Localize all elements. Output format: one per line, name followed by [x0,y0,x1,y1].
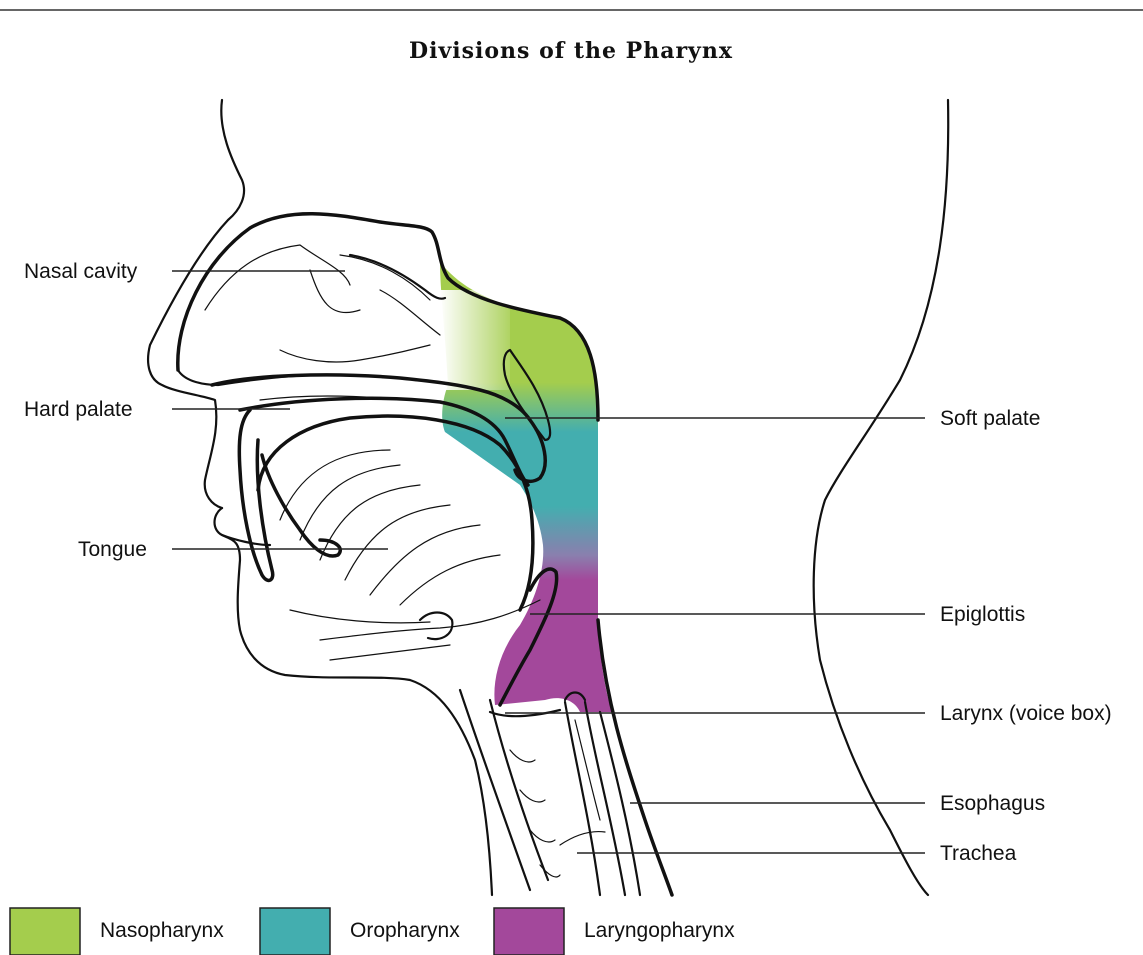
label-epiglottis: Epiglottis [940,603,1025,626]
legend-swatch-oropharynx [260,908,330,955]
legend-swatch-nasopharynx [10,908,80,955]
legend-label-nasopharynx: Nasopharynx [100,919,224,942]
label-tongue: Tongue [78,538,147,561]
label-esophagus: Esophagus [940,792,1045,815]
label-hard-palate: Hard palate [24,398,133,421]
diagram-title: Divisions of the Pharynx [409,38,733,64]
legend-swatch-laryngopharynx [494,908,564,955]
label-trachea: Trachea [940,842,1017,865]
label-larynx: Larynx (voice box) [940,702,1112,725]
pharynx-region [430,262,612,712]
legend-label-oropharynx: Oropharynx [350,919,460,942]
label-nasal-cavity: Nasal cavity [24,260,138,283]
legend: Nasopharynx Oropharynx Laryngopharynx [10,908,735,955]
legend-label-laryngopharynx: Laryngopharynx [584,919,735,942]
label-soft-palate: Soft palate [940,407,1040,430]
